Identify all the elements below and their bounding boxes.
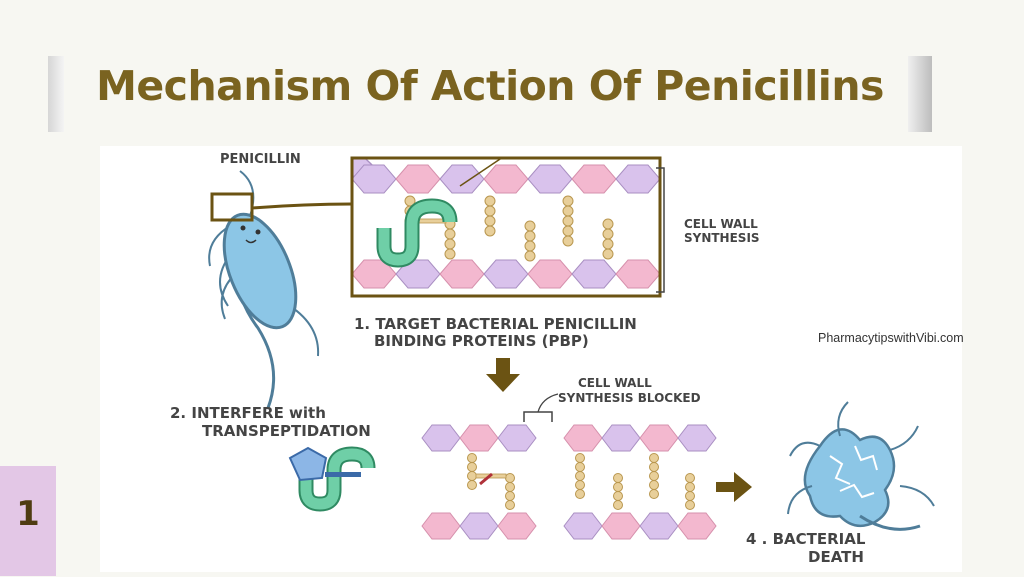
diagram-panel: PENICILLIN xyxy=(100,146,962,572)
pbp-penicillin-complex-icon xyxy=(288,446,376,512)
title-bar: Mechanism Of Action Of Penicillins xyxy=(48,56,932,132)
cell-wall-label-2: SYNTHESIS xyxy=(684,231,760,245)
step2-line2: TRANSPEPTIDATION xyxy=(202,422,371,440)
slide-number-badge: 1 xyxy=(0,466,56,576)
title-bar-right-cap xyxy=(908,56,932,132)
right-arrow-icon xyxy=(716,472,752,502)
step4-line1: 4 . BACTERIAL xyxy=(746,530,866,548)
step1-line2: BINDING PROTEINS (PBP) xyxy=(374,332,589,350)
slide-title: Mechanism Of Action Of Penicillins xyxy=(96,62,884,110)
step4-line2: DEATH xyxy=(808,548,864,566)
mechanism-diagram: PENICILLIN xyxy=(170,152,935,566)
title-bar-left-cap xyxy=(48,56,64,132)
slide-number: 1 xyxy=(16,494,40,534)
blocked-label-1: CELL WALL xyxy=(578,376,652,390)
blocked-cell-wall-left xyxy=(421,424,537,540)
blocked-bracket xyxy=(523,411,553,422)
down-arrow-icon xyxy=(486,358,520,392)
dead-bacterium-icon xyxy=(787,401,935,531)
blocked-label-2: SYNTHESIS BLOCKED xyxy=(558,391,701,405)
step1-line1: 1. TARGET BACTERIAL PENICILLIN xyxy=(354,315,637,333)
bacterium-icon xyxy=(208,170,353,409)
penicillin-label: PENICILLIN xyxy=(220,152,301,167)
cell-wall-bracket xyxy=(656,167,665,293)
cell-wall-label-1: CELL WALL xyxy=(684,217,758,231)
step2-line1: 2. INTERFERE with xyxy=(170,404,326,422)
watermark-text: PharmacytipswithVibi.com xyxy=(818,331,964,345)
cell-wall-zoom-box xyxy=(350,156,662,298)
blocked-cell-wall-right xyxy=(563,424,717,540)
